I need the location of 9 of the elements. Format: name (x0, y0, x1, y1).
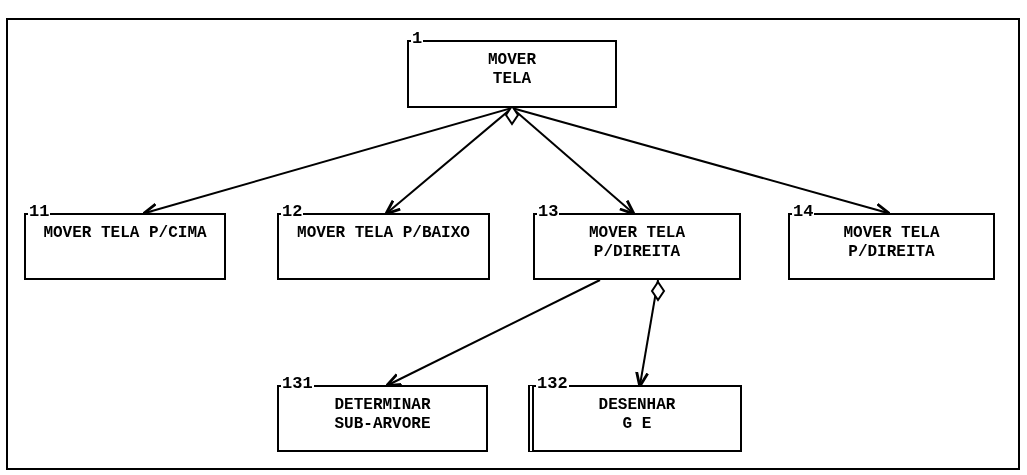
process-label: MOVER TELA P/BAIXO (297, 224, 470, 243)
process-label: MOVER TELA P/DIREITA (842, 224, 941, 262)
process-label: MOVER TELA (487, 51, 537, 89)
connector-arrow (385, 279, 601, 387)
process-label: DESENHAR G E (597, 396, 677, 434)
process-label: MOVER TELA P/DIREITA (588, 224, 686, 262)
process-label: MOVER TELA P/CIMA (43, 224, 207, 243)
process-label: DETERMINAR SUB-ARVORE (333, 396, 432, 434)
connector-arrow (635, 279, 659, 388)
